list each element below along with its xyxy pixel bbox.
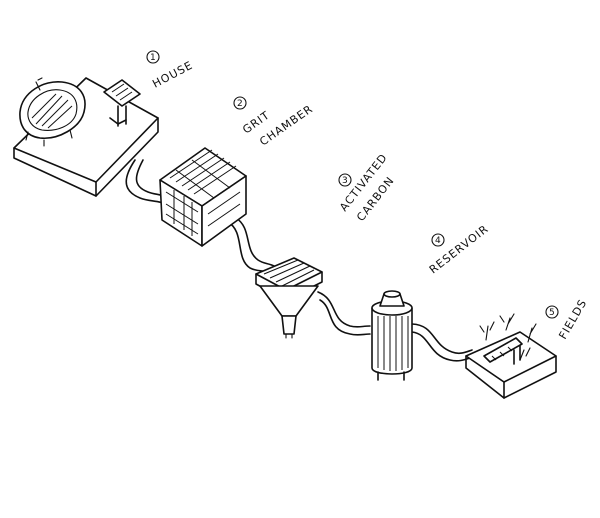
- stage-1-text: HOUSE: [150, 59, 195, 91]
- stage-2-label: 2 GRIT CHAMBER: [233, 96, 316, 148]
- house-illustration: [13, 77, 159, 197]
- stage-5-number: 5: [549, 308, 555, 318]
- stage-5-text: FIELDS: [556, 297, 589, 342]
- stage-3-marker: [338, 173, 352, 187]
- stage-4-number: 4: [435, 236, 441, 246]
- stage-2-marker: [233, 96, 247, 110]
- stage-2-number: 2: [237, 99, 243, 109]
- stage-4-label: 4 RESERVOIR: [427, 222, 491, 276]
- stage-1-marker: [146, 50, 160, 64]
- reservoir-illustration: [371, 290, 413, 381]
- grit-chamber-illustration: [159, 147, 247, 247]
- stage-1-number: 1: [150, 53, 156, 63]
- stage-3-number: 3: [342, 176, 348, 186]
- stage-1-label: 1 HOUSE: [146, 50, 195, 91]
- stage-4-text: RESERVOIR: [427, 222, 491, 276]
- stage-3-label: 3 ACTIVATED CARBON: [337, 151, 397, 224]
- stage-5-label: 5 FIELDS: [545, 297, 590, 342]
- pipes: [125, 159, 473, 362]
- stage-2-text-line2: CHAMBER: [257, 102, 315, 148]
- stage-5-marker: [545, 305, 559, 319]
- activated-carbon-illustration: [255, 257, 323, 339]
- fields-illustration: [465, 313, 557, 399]
- stage-4-marker: [431, 233, 445, 247]
